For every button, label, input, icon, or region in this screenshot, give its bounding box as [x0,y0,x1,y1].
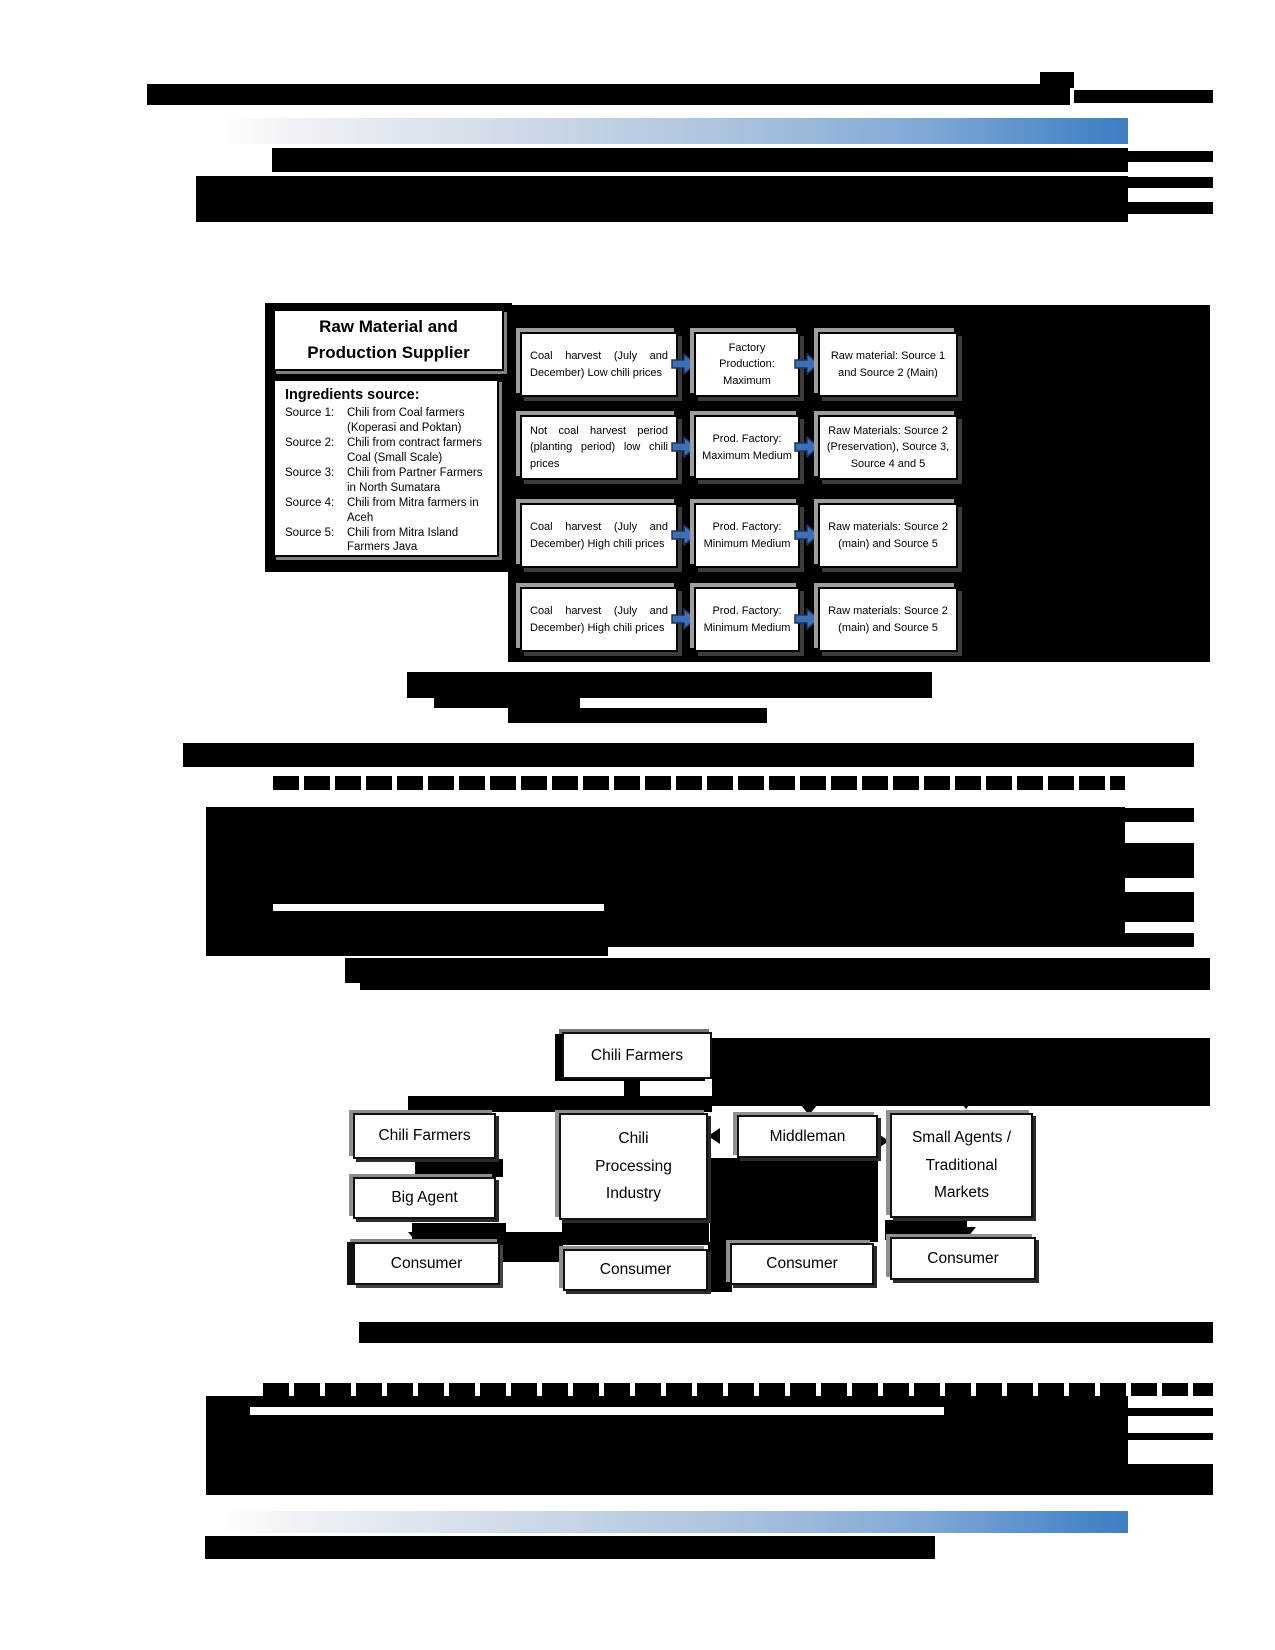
right-arrow-icon [671,436,698,458]
redaction-bar [1125,808,1194,822]
redaction-bar [1074,90,1213,103]
redaction-bar [1128,1464,1213,1495]
down-arrow-icon [412,1103,430,1114]
redaction-bar [210,1479,313,1491]
right-arrow-icon [877,1133,889,1149]
redaction-bar [206,807,1125,947]
redaction-bar [712,1038,1210,1106]
production-box: Prod. Factory: Minimum Medium [694,587,800,652]
redaction-bar [196,176,1128,222]
down-arrow-icon [797,1234,815,1245]
production-box: Prod. Factory: Minimum Medium [694,503,800,568]
connector-line [415,1159,503,1177]
right-arrow-icon [794,524,821,546]
condition-box: Not coal harvest period (planting period… [520,415,678,480]
right-arrow-icon [671,524,698,546]
source-item: Source 5: Chili from Mitra Island Farmer… [285,526,459,554]
redaction-bar [508,708,767,723]
chili-processing-industry-box: Chili Processing Industry [559,1113,708,1220]
materials-box: Raw material: Source 1 and Source 2 (Mai… [818,332,958,397]
redaction-bar [359,1322,1213,1343]
redaction-bar [273,776,1125,790]
redaction-bar [272,148,1128,172]
materials-box: Raw materials: Source 2 (main) and Sourc… [818,503,958,568]
right-arrow-icon [794,353,821,375]
materials-box: Raw Materials: Source 2 (Preservation), … [818,415,958,480]
condition-box: Coal harvest (July and December) High ch… [520,587,678,652]
redaction-bar [1128,202,1213,214]
ingredients-box: Ingredients source: Source 1: Chili from… [273,379,499,557]
supplier-title-text: Raw Material and Production Supplier [307,316,470,362]
redaction-bar [1128,177,1213,188]
redaction-bar [1128,151,1213,162]
down-arrow-icon [622,1103,640,1114]
chili-farmers-top-box: Chili Farmers [562,1032,712,1079]
right-arrow-icon [671,353,698,375]
supplier-panel: Raw Material and Production Supplier Ing… [265,303,512,572]
redaction-bar [1125,843,1194,878]
production-box: Factory Production: Maximum [694,332,800,397]
redaction-bar [500,1232,563,1262]
connector-line [562,1218,709,1245]
left-arrow-icon [708,1128,720,1144]
redaction-bar [708,1242,732,1292]
consumer-box: Consumer [353,1242,500,1285]
redaction-gap [250,1407,944,1415]
source-item: Source 4: Chili from Mitra farmers in Ac… [285,496,479,524]
supplier-panel-title: Raw Material and Production Supplier [273,309,504,371]
redaction-bar [205,1536,935,1559]
right-arrow-icon [671,608,698,630]
condition-box: Coal harvest (July and December) High ch… [520,503,678,568]
connector-line [624,1079,640,1097]
connector-line [885,1220,967,1240]
materials-box: Raw materials: Source 2 (main) and Sourc… [818,587,958,652]
redaction-gap [273,904,604,911]
condition-box: Coal harvest (July and December) Low chi… [520,332,678,397]
down-arrow-icon [800,1104,818,1115]
middleman-box: Middleman [737,1115,878,1158]
redaction-bar [1125,933,1194,947]
redaction-bar [434,698,580,708]
redaction-bar [1125,892,1194,922]
consumer-box: Consumer [563,1249,708,1291]
gradient-rule [213,118,1128,144]
connector-line [412,1223,506,1242]
down-arrow-icon [958,1227,976,1238]
redaction-bar [263,1383,1213,1396]
right-arrow-icon [794,436,821,458]
source-item: Source 1: Chili from Coal farmers (Koper… [285,407,465,434]
redaction-bar [1128,1408,1213,1416]
consumer-box: Consumer [730,1243,874,1285]
small-agents-box: Small Agents / Traditional Markets [890,1113,1033,1218]
connector-line [710,1158,878,1242]
consumer-box: Consumer [890,1237,1036,1280]
down-arrow-icon [957,1098,975,1109]
redaction-bar [360,983,1210,990]
big-agent-box: Big Agent [353,1177,496,1219]
down-arrow-icon [408,1232,426,1243]
gradient-rule [215,1511,1128,1533]
connector-line [408,1096,712,1112]
chili-farmers-box: Chili Farmers [353,1113,496,1159]
redaction-bar [206,947,608,956]
source-item: Source 2: Chili from contract farmers Co… [285,436,482,464]
redaction-bar [183,743,1194,767]
ingredients-heading: Ingredients source: [285,387,420,403]
production-box: Prod. Factory: Maximum Medium [694,415,800,480]
redaction-bar [345,958,1210,983]
right-arrow-icon [794,608,821,630]
redaction-bar [147,84,1070,105]
source-item: Source 3: Chili from Partner Farmers in … [285,466,483,494]
redaction-bar [407,672,932,698]
redaction-bar [1128,1433,1213,1440]
